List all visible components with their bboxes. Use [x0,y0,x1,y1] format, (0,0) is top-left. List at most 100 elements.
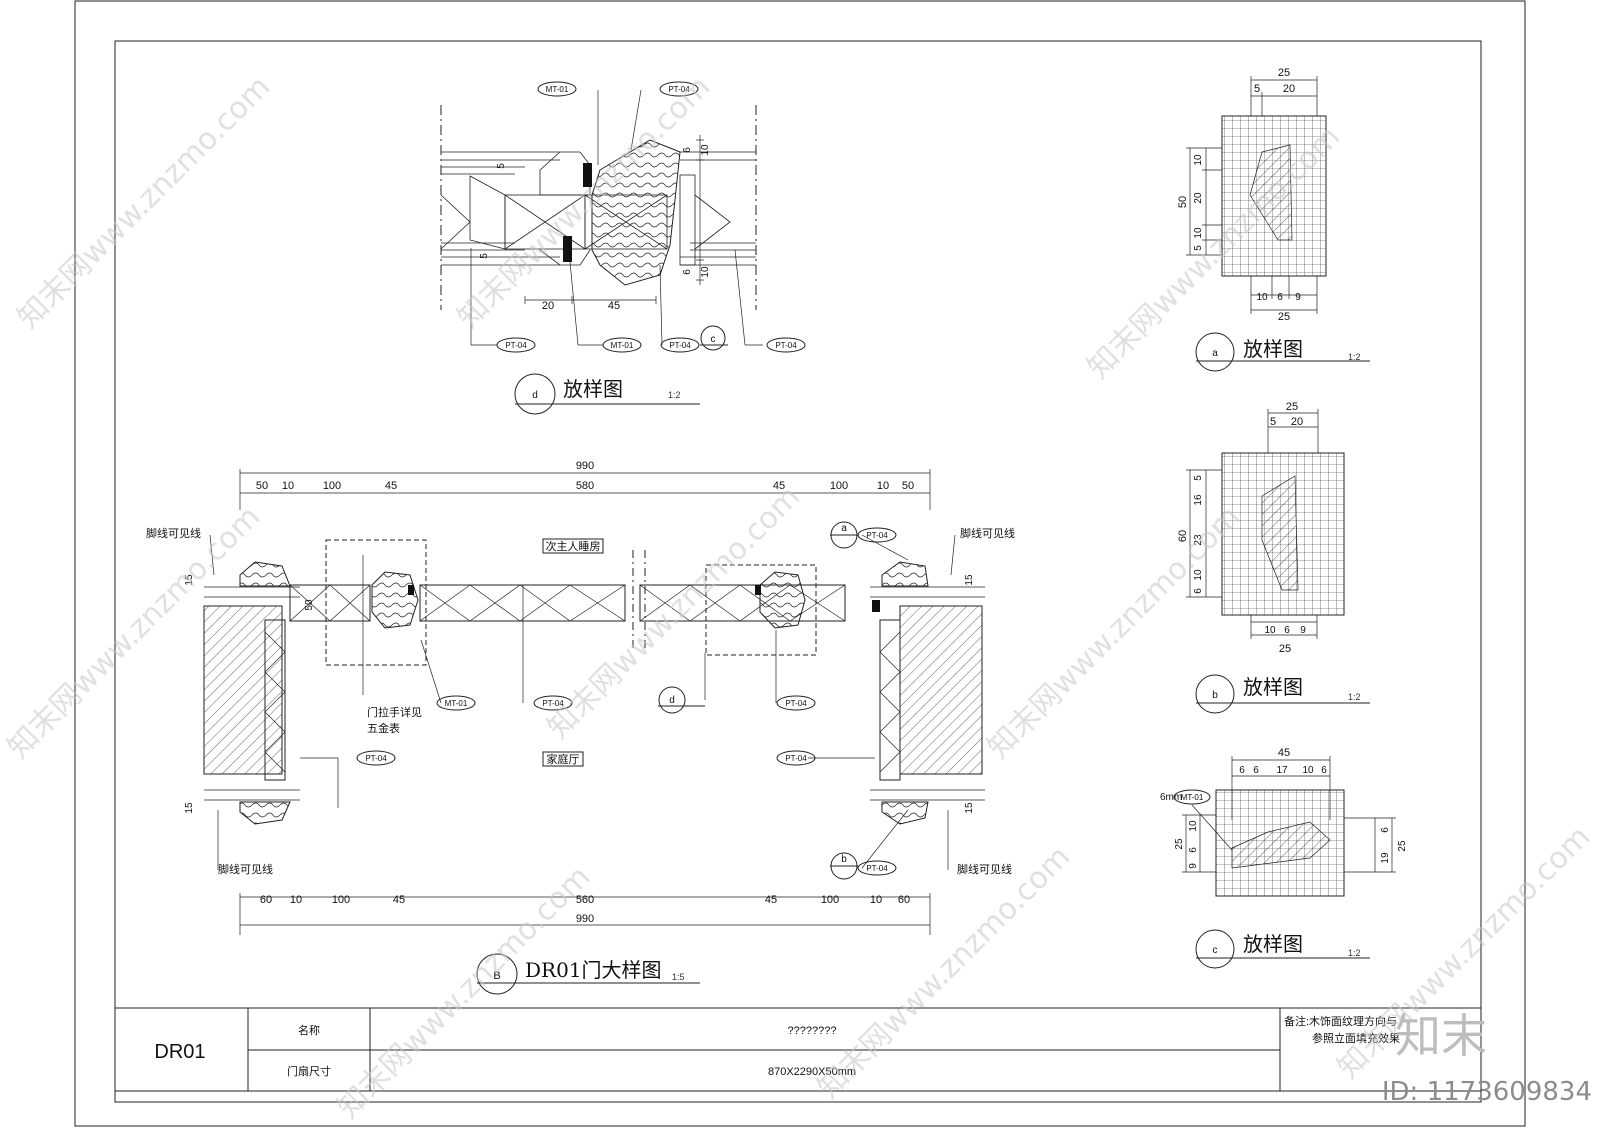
b-dim-10: 10 [1193,569,1204,581]
d-dim-r1: 10 [700,144,711,156]
watermark-logo: 知末 [1395,1009,1487,1063]
main-plan-drawing [203,469,985,995]
b-dim-b6: 6 [1284,625,1290,636]
d-tag-6: PT-04 [775,341,797,350]
handle-note-1: 门拉手详见 [367,705,422,719]
c-dim-l10: 10 [1188,820,1199,832]
d-tag-4: MT-01 [611,341,634,350]
plan-tag-2: PT-04 [365,754,387,763]
plan-tag-5: PT-04 [866,531,888,540]
a-dim-b9: 9 [1295,292,1301,303]
d-dim-l2: 5 [479,253,490,259]
b-dim-b25: 25 [1279,643,1291,655]
remark-line-1: 备注:木饰面纹理方向与 [1284,1014,1397,1028]
d-dim-45: 45 [608,300,620,312]
d-scale: 1:2 [668,390,681,400]
c-scale: 1:2 [1348,948,1361,958]
inner-border [114,40,1482,1103]
c-dim-10: 10 [1302,765,1314,776]
plan-bot-100a: 100 [332,894,350,906]
plan-top-50a: 50 [256,480,268,492]
d-tag-1: MT-01 [546,85,569,94]
plan-top-100b: 100 [830,480,848,492]
a-dim-5: 5 [1254,83,1260,95]
skirting-label-tl: 脚线可见线 [146,526,201,540]
c-note-6mm: 6mm [1160,792,1182,803]
a-dim-50: 50 [1177,196,1189,208]
c-dim-6c: 6 [1321,765,1327,776]
b-dim-b10: 10 [1264,625,1276,636]
room-bottom-label: 家庭厅 [547,752,580,766]
callout-b: b [841,854,847,865]
size-label: 门扇尺寸 [287,1064,331,1078]
a-dim-10b: 10 [1193,227,1204,239]
a-dim-5b: 5 [1193,245,1204,251]
watermark-1: 知末网www.znzmo.com [11,69,277,335]
b-dim-25: 25 [1286,401,1298,413]
c-dim-r6: 6 [1380,827,1391,833]
a-dim-b6: 6 [1277,292,1283,303]
plan-bot-60a: 60 [260,894,272,906]
skirting-label-bl: 脚线可见线 [218,862,273,876]
plan-top-45b: 45 [773,480,785,492]
side-dim-15-bl: 15 [184,802,195,814]
plan-top-10b: 10 [877,480,889,492]
a-dim-20v: 20 [1193,192,1204,204]
plan-bot-45b: 45 [765,894,777,906]
detail-a-drawing [1186,76,1370,372]
a-callout-letter: a [1212,348,1218,359]
watermark-2: 知末网www.znzmo.com [451,69,717,335]
door-code: DR01 [154,1041,205,1063]
a-dim-25: 25 [1278,67,1290,79]
a-dim-10a: 10 [1193,154,1204,166]
side-dim-15-br: 15 [964,802,975,814]
d-dim-r3: 6 [682,147,693,153]
plan-bot-60b: 60 [898,894,910,906]
plan-bot-560: 560 [576,894,594,906]
b-callout-letter: b [1212,690,1218,701]
b-dim-b9: 9 [1300,625,1306,636]
plan-top-45a: 45 [385,480,397,492]
c-dim-r19: 19 [1380,852,1391,864]
plan-top-10a: 10 [282,480,294,492]
callout-d: d [669,695,675,706]
side-dim-15-tr: 15 [964,574,975,586]
room-top-label: 次主人睡房 [546,539,601,553]
detail-c-drawing [1173,756,1396,969]
c-dim-6a: 6 [1239,765,1245,776]
detail-d-drawing [440,81,806,415]
side-dim-15-tl: 15 [184,574,195,586]
detail-b-drawing [1186,409,1370,714]
a-dim-b10: 10 [1256,292,1268,303]
skirting-label-tr: 脚线可见线 [960,526,1015,540]
a-title: 放样图 [1243,337,1303,361]
size-value: 870X2290X50mm [768,1066,856,1078]
d-dim-20: 20 [542,300,554,312]
name-label: 名称 [298,1023,320,1037]
c-dim-l25: 25 [1174,838,1185,850]
c-dim-17: 17 [1276,765,1288,776]
watermark-7: 知末网www.znzmo.com [331,859,597,1125]
c-dim-l6: 6 [1188,847,1199,853]
a-dim-20: 20 [1283,83,1295,95]
plan-callout-letter: B [493,970,500,982]
outer-border [74,0,1526,1127]
d-section-mark: c [711,334,716,345]
plan-title: DR01门大样图 [525,958,662,982]
plan-tag-1: PT-04 [542,699,564,708]
plan-tag-mt01: MT-01 [445,699,468,708]
plan-scale: 1:5 [672,972,685,982]
a-scale: 1:2 [1348,352,1361,362]
b-dim-5: 5 [1270,416,1276,428]
plan-tag-3: PT-04 [785,699,807,708]
d-dim-r4: 6 [682,269,693,275]
plan-bot-100b: 100 [821,894,839,906]
b-scale: 1:2 [1348,692,1361,702]
b-dim-16: 16 [1193,494,1204,506]
side-dim-50: 50 [304,599,315,611]
plan-bot-total: 990 [576,913,594,925]
plan-top-50b: 50 [902,480,914,492]
skirting-label-br: 脚线可见线 [957,862,1012,876]
watermark-6: 知末网www.znzmo.com [981,499,1247,765]
